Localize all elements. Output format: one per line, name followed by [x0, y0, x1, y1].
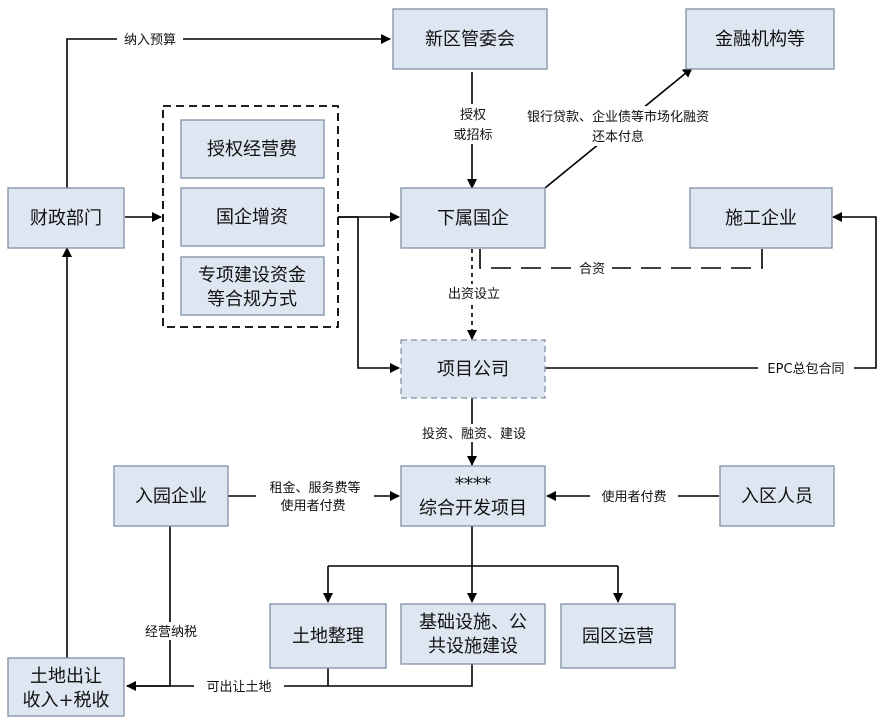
funding-methods-group: [162, 105, 339, 328]
svg-text:专项建设资金: 专项建设资金: [198, 265, 306, 286]
label-rent-2: 使用者付费: [280, 498, 345, 514]
edge-joint-venture: [479, 249, 763, 269]
label-epc: EPC总包合同: [767, 362, 844, 377]
svg-text:收入+税收: 收入+税收: [22, 690, 109, 711]
label-joint-venture: 合资: [579, 262, 605, 277]
svg-text:国企增资: 国企增资: [216, 207, 288, 228]
label-loan-1: 银行贷款、企业债等市场化融资: [527, 109, 709, 125]
svg-text:入区人员: 入区人员: [741, 486, 813, 507]
edge-tax: [127, 526, 171, 687]
node-subsidiary-soe: 下属国企: [400, 187, 546, 249]
svg-text:综合开发项目: 综合开发项目: [419, 498, 527, 519]
label-budget: 纳入预算: [124, 33, 176, 48]
label-land-sale: 可出让土地: [206, 680, 271, 695]
node-financial-institutions: 金融机构等: [685, 8, 835, 70]
node-park-operation: 园区运营: [560, 603, 676, 669]
svg-text:财政部门: 财政部门: [30, 208, 102, 229]
node-authorization-fee: 授权经营费: [180, 119, 325, 179]
label-rent-1: 租金、服务费等: [269, 480, 360, 496]
node-capital-increase: 国企增资: [180, 187, 325, 247]
svg-text:授权经营费: 授权经营费: [207, 139, 297, 160]
svg-text:土地整理: 土地整理: [292, 626, 364, 647]
svg-text:园区运营: 园区运营: [582, 626, 654, 647]
node-land-preparation: 土地整理: [269, 603, 387, 669]
node-finance-dept: 财政部门: [7, 187, 125, 249]
node-infrastructure: 基础设施、公 共设施建设: [400, 603, 546, 665]
svg-text:基础设施、公: 基础设施、公: [419, 612, 527, 633]
label-user-pay: 使用者付费: [601, 489, 666, 505]
node-construction-company: 施工企业: [689, 187, 833, 249]
svg-text:施工企业: 施工企业: [725, 208, 797, 229]
svg-text:项目公司: 项目公司: [437, 359, 509, 380]
label-authorize-1: 授权: [460, 107, 486, 123]
svg-text:金融机构等: 金融机构等: [715, 29, 805, 50]
svg-text:新区管委会: 新区管委会: [425, 29, 515, 50]
svg-text:等合规方式: 等合规方式: [207, 289, 297, 310]
node-comprehensive-project: **** 综合开发项目: [400, 465, 546, 527]
edge-group-to-project: [338, 216, 400, 373]
svg-text:共设施建设: 共设施建设: [428, 636, 518, 657]
svg-text:下属国企: 下属国企: [437, 208, 509, 229]
label-invest: 投资、融资、建设: [422, 426, 526, 442]
node-park-enterprises: 入园企业: [113, 465, 229, 527]
label-authorize-2: 或招标: [453, 128, 492, 143]
node-land-revenue: 土地出让 收入+税收: [7, 657, 125, 717]
label-establish: 出资设立: [448, 287, 500, 302]
node-visitors: 入区人员: [719, 465, 835, 527]
label-tax: 经营纳税: [145, 625, 197, 640]
edge-budget: [66, 34, 391, 188]
svg-text:入园企业: 入园企业: [135, 486, 207, 507]
node-project-company: 项目公司: [400, 339, 546, 399]
edge-epc: [545, 212, 877, 369]
node-xinqu: 新区管委会: [392, 8, 548, 70]
label-loan-2: 还本付息: [592, 129, 644, 145]
svg-text:土地出让: 土地出让: [30, 666, 102, 687]
svg-text:****: ****: [455, 474, 491, 495]
node-special-funds: 专项建设资金 等合规方式: [180, 256, 325, 316]
